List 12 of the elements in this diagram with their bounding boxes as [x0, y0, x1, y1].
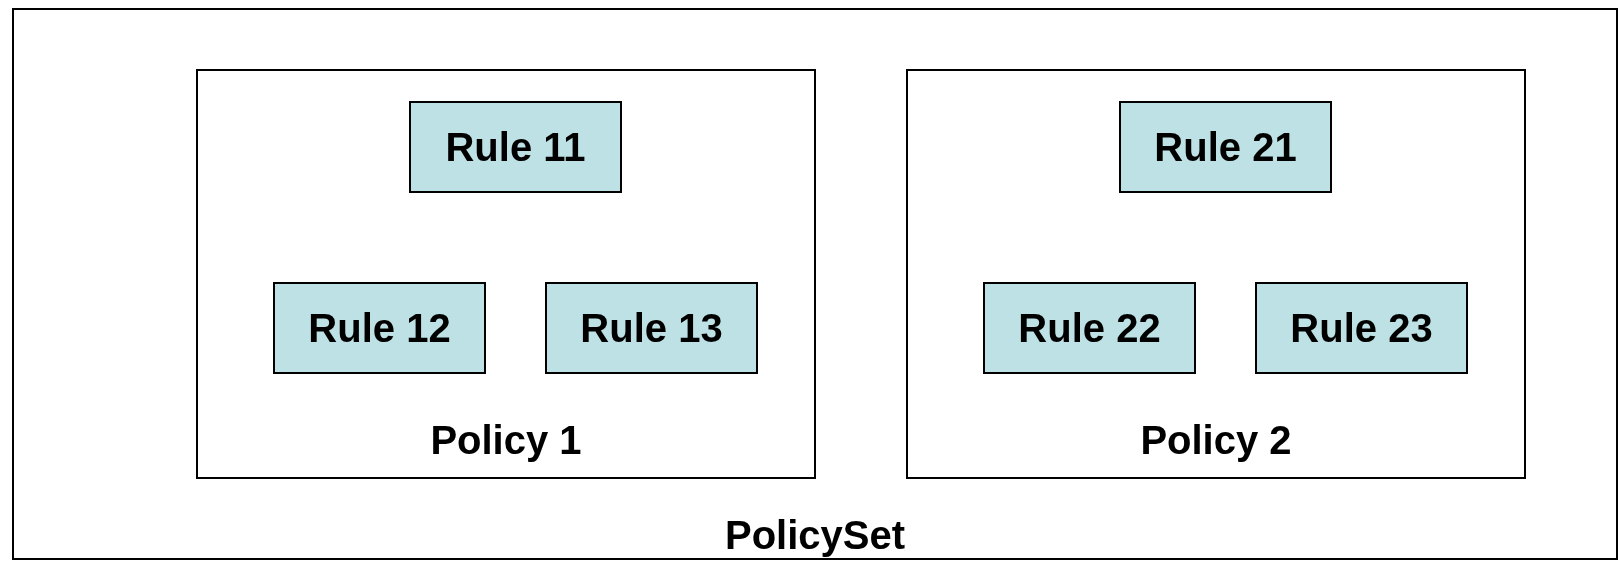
rule-label: Rule 22 [1018, 307, 1161, 349]
policy-set-box [12, 8, 1618, 560]
rule-label: Rule 21 [1154, 126, 1297, 168]
policy-label: Policy 2 [1140, 419, 1292, 461]
policy-label: Policy 1 [430, 419, 582, 461]
rule-label: Rule 12 [308, 307, 451, 349]
rule-label: Rule 13 [580, 307, 723, 349]
rule-label: Rule 23 [1290, 307, 1433, 349]
policy-set-label: PolicySet [724, 514, 906, 556]
policy-box [906, 69, 1526, 479]
rule-label: Rule 11 [445, 126, 586, 168]
policy-box [196, 69, 816, 479]
